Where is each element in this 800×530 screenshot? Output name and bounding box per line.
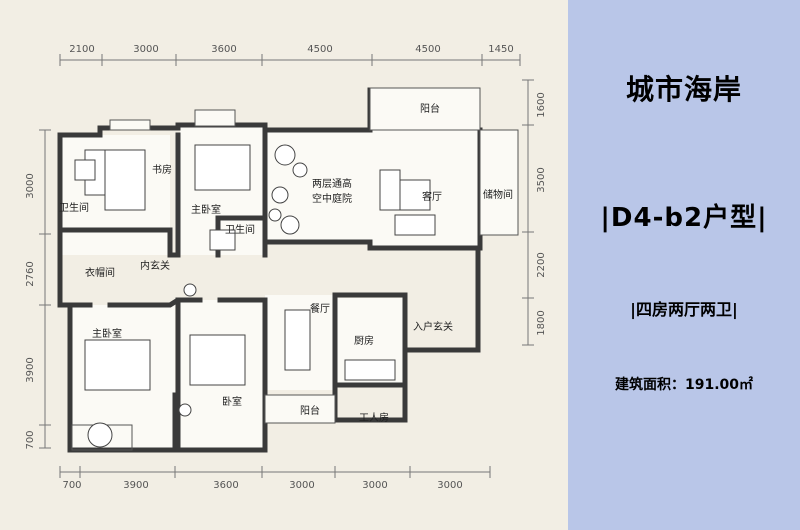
dim-left-3: 3900 — [25, 357, 36, 382]
furniture — [74, 144, 436, 448]
dimension-lines — [39, 54, 534, 478]
room-dining-room: 餐厅 — [310, 302, 330, 315]
info-panel: 城市海岸 |D4-b2户型| |四房两厅两卫| 建筑面积：191.00㎡ — [568, 0, 800, 530]
floor-plan: 2100 3000 3600 4500 4500 1450 700 3900 3… — [25, 44, 547, 491]
layout-description: |四房两厅两卫| — [630, 300, 738, 319]
dim-top-5: 4500 — [415, 44, 440, 55]
dim-top-4: 4500 — [307, 44, 332, 55]
room-bedroom: 卧室 — [222, 395, 242, 408]
building-area: 建筑面积：191.00㎡ — [568, 374, 800, 394]
dim-top-6: 1450 — [488, 44, 513, 55]
dim-right-2: 3500 — [536, 167, 547, 192]
floor-plan-drawing: 2100 3000 3600 4500 4500 1450 700 3900 3… — [25, 44, 547, 491]
room-inner-foyer: 内玄关 — [140, 259, 170, 272]
area-value: 191.00㎡ — [684, 377, 754, 393]
dim-bottom-5: 3000 — [362, 480, 387, 491]
room-servant-room: 工人房 — [359, 411, 389, 424]
room-courtyard-line2: 空中庭院 — [312, 192, 352, 205]
room-kitchen: 厨房 — [354, 334, 374, 347]
unit-type: |D4-b2户型| — [600, 203, 768, 233]
room-living-room: 客厅 — [422, 190, 442, 203]
room-balcony-south: 阳台 — [300, 404, 320, 417]
room-bathroom-west: 卫生间 — [59, 201, 89, 214]
dim-bottom-6: 3000 — [437, 480, 462, 491]
room-bathroom-center: 卫生间 — [225, 223, 255, 236]
room-closet: 衣帽间 — [85, 266, 115, 279]
dim-bottom-4: 3000 — [289, 480, 314, 491]
dim-bottom-2: 3900 — [123, 480, 148, 491]
dim-right-3: 2200 — [536, 252, 547, 277]
dim-top-2: 3000 — [133, 44, 158, 55]
dim-left-2: 2760 — [25, 261, 36, 286]
area-label: 建筑面积： — [614, 377, 685, 393]
room-study: 书房 — [152, 163, 172, 176]
dim-bottom-3: 3600 — [213, 480, 238, 491]
room-entry-foyer: 入户玄关 — [413, 320, 453, 333]
windows — [71, 87, 519, 451]
dim-left-4: 700 — [25, 430, 36, 449]
project-name: 城市海岸 — [625, 73, 742, 106]
room-balcony-north: 阳台 — [420, 102, 440, 115]
dim-right-1: 1600 — [536, 92, 547, 117]
plants — [268, 144, 308, 235]
room-master-bedroom-north: 主卧室 — [191, 203, 221, 216]
room-master-bedroom-south: 主卧室 — [92, 327, 122, 340]
dim-top-3: 3600 — [211, 44, 236, 55]
dim-bottom-1: 700 — [62, 480, 81, 491]
dim-left-1: 3000 — [25, 173, 36, 198]
room-courtyard-line1: 两层通高 — [312, 177, 352, 190]
dim-right-4: 1800 — [536, 310, 547, 335]
room-storage: 储物间 — [483, 188, 513, 201]
dim-top-1: 2100 — [69, 44, 94, 55]
